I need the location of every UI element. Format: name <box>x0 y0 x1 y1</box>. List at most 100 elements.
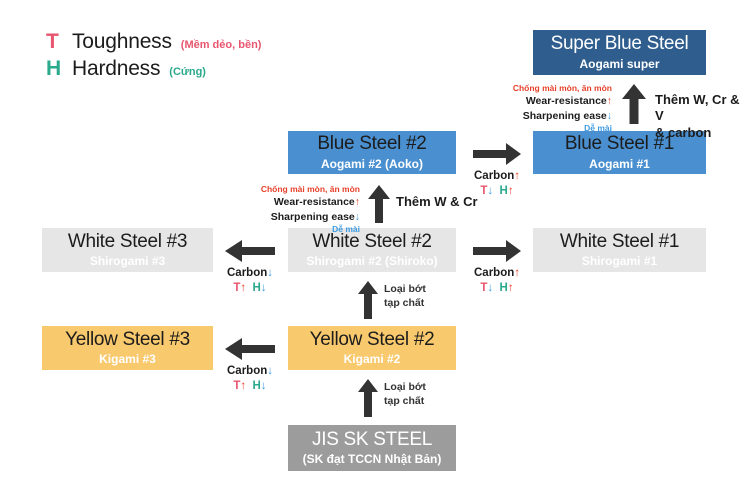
legend-note-hardness: (Cứng) <box>169 66 206 78</box>
carbon-arrow-down-icon: ↓ <box>267 365 273 377</box>
node-subtitle: Aogami super <box>579 56 660 71</box>
legend-row-hardness: H Hardness (Cứng) <box>46 57 261 81</box>
legend-note-toughness: (Mềm dẻo, bền) <box>180 39 262 51</box>
annotation-purify-yellow-line2: tạp chất <box>384 394 425 407</box>
carbon-block-white-right: Carbon↑ T↓ H↑ <box>462 267 532 294</box>
legend-label-toughness: Toughness <box>72 30 172 53</box>
carbon-text: Carbon <box>474 267 515 279</box>
hardness-arrow-up-icon: ↑ <box>507 282 514 294</box>
annotation-sharpen-arrow-down-icon: ↓ <box>354 210 360 223</box>
carbon-block-white-left: Carbon↓ T↑ H↓ <box>215 267 285 294</box>
carbon-label: Carbon↑ <box>462 170 532 182</box>
toughness-hardness-line: T↑ H↓ <box>215 282 285 294</box>
node-white-steel-1[interactable]: White Steel #1 Shirogami #1 <box>533 228 706 272</box>
hardness-key: H <box>499 185 508 197</box>
annotation-add-elements-super: Thêm W, Cr & V & carbon <box>655 92 750 141</box>
hardness-arrow-down-icon: ↓ <box>260 380 267 392</box>
carbon-arrow-up-icon: ↑ <box>514 267 520 279</box>
legend-label-hardness: Hardness <box>72 57 161 80</box>
arrow-up-yellow2-to-white2 <box>357 281 379 319</box>
carbon-arrow-down-icon: ↓ <box>267 267 273 279</box>
toughness-arrow-down-icon: ↓ <box>487 282 494 294</box>
arrow-left-yellow2-to-yellow3 <box>225 338 275 360</box>
annotation-vn-wear-mid: Chống mài mòn, ăn mòn <box>260 184 360 194</box>
annotation-purify-white: Loại bớt tạp chất <box>384 283 454 310</box>
arrow-right-white2-to-white1 <box>473 240 521 262</box>
node-title: Super Blue Steel <box>550 33 689 55</box>
annotation-en-wear-top: Wear-resistance↑ <box>500 94 612 108</box>
annotation-wear-resistance-mid: Chống mài mòn, ăn mòn Wear-resistance↑ S… <box>248 184 360 235</box>
annotation-sharpen-arrow-down-icon: ↓ <box>606 109 612 122</box>
toughness-key: T <box>233 380 241 392</box>
legend-row-toughness: T Toughness (Mềm dẻo, bền) <box>46 30 261 54</box>
annotation-wear-arrow-up-icon: ↑ <box>606 95 612 108</box>
node-white-steel-2[interactable]: White Steel #2 Shirogami #2 (Shiroko) <box>288 228 456 272</box>
hardness-key: H <box>252 380 261 392</box>
toughness-key: T <box>480 185 488 197</box>
node-subtitle: Aogami #2 (Aoko) <box>320 156 423 171</box>
toughness-key: T <box>480 282 488 294</box>
carbon-label: Carbon↓ <box>215 365 285 377</box>
node-title: Blue Steel #1 <box>564 133 675 155</box>
annotation-en-wear-mid: Wear-resistance↑ <box>248 195 360 209</box>
toughness-key: T <box>233 282 241 294</box>
annotation-en-sharpen-label: Sharpening ease <box>522 109 607 122</box>
annotation-en-wear-label: Wear-resistance <box>273 196 355 209</box>
node-blue-steel-2[interactable]: Blue Steel #2 Aogami #2 (Aoko) <box>288 131 456 174</box>
legend-key-hardness: H <box>46 57 62 80</box>
legend-key-toughness: T <box>46 30 59 53</box>
annotation-vn-sharpen-top: Dễ mài <box>584 122 612 133</box>
node-subtitle: (SK đạt TCCN Nhật Bản) <box>302 452 442 467</box>
node-yellow-steel-3[interactable]: Yellow Steel #3 Kigami #3 <box>42 326 213 370</box>
carbon-label: Carbon↓ <box>215 267 285 279</box>
annotation-add-elements-super-line1: Thêm W, Cr & V <box>655 92 740 124</box>
node-subtitle: Aogami #1 <box>589 156 650 171</box>
node-title: White Steel #3 <box>67 230 188 252</box>
hardness-arrow-up-icon: ↑ <box>507 185 514 197</box>
annotation-purify-yellow: Loại bớt tạp chất <box>384 381 454 408</box>
legend: T Toughness (Mềm dẻo, bền) H Hardness (C… <box>46 30 261 84</box>
annotation-wear-resistance-top: Chống mài mòn, ăn mòn Wear-resistance↑ S… <box>500 83 612 134</box>
node-jis-sk-steel[interactable]: JIS SK STEEL (SK đạt TCCN Nhật Bản) <box>288 425 456 471</box>
annotation-en-wear-label: Wear-resistance <box>525 95 607 108</box>
node-title: White Steel #2 <box>312 230 432 252</box>
hardness-key: H <box>252 282 261 294</box>
annotation-en-sharpen-mid: Sharpening ease↓ <box>248 210 360 224</box>
toughness-hardness-line: T↑ H↓ <box>215 380 285 392</box>
arrow-up-white2-to-blue2 <box>367 185 391 223</box>
toughness-arrow-up-icon: ↑ <box>240 282 247 294</box>
carbon-arrow-up-icon: ↑ <box>514 170 520 182</box>
annotation-wear-arrow-up-icon: ↑ <box>354 196 360 209</box>
toughness-hardness-line: T↓ H↑ <box>462 282 532 294</box>
arrow-up-to-super-blue-steel <box>621 84 647 124</box>
node-yellow-steel-2[interactable]: Yellow Steel #2 Kigami #2 <box>288 326 456 370</box>
node-subtitle: Shirogami #2 (Shiroko) <box>306 254 438 269</box>
annotation-purify-white-line1: Loại bớt <box>384 283 426 295</box>
node-title: Yellow Steel #3 <box>65 328 190 350</box>
node-white-steel-3[interactable]: White Steel #3 Shirogami #3 <box>42 228 213 272</box>
carbon-label: Carbon↑ <box>462 267 532 279</box>
hardness-key: H <box>499 282 508 294</box>
carbon-text: Carbon <box>227 267 268 279</box>
toughness-hardness-line: T↓ H↑ <box>462 185 532 197</box>
node-blue-steel-1[interactable]: Blue Steel #1 Aogami #1 <box>533 131 706 174</box>
annotation-add-elements-blue2: Thêm W & Cr <box>396 194 478 209</box>
node-title: White Steel #1 <box>559 230 680 252</box>
node-title: Yellow Steel #2 <box>309 328 435 350</box>
toughness-arrow-up-icon: ↑ <box>240 380 247 392</box>
hardness-arrow-down-icon: ↓ <box>260 282 267 294</box>
carbon-block-yellow-left: Carbon↓ T↑ H↓ <box>215 365 285 392</box>
node-subtitle: Shirogami #3 <box>89 254 166 269</box>
annotation-en-sharpen-top: Sharpening ease↓ <box>500 109 612 123</box>
carbon-text: Carbon <box>474 170 515 182</box>
annotation-purify-white-line2: tạp chất <box>384 296 425 309</box>
annotation-vn-wear-top: Chống mài mòn, ăn mòn <box>512 83 612 93</box>
annotation-purify-yellow-line1: Loại bớt <box>384 381 426 393</box>
node-subtitle: Shirogami #1 <box>581 254 658 269</box>
carbon-block-blue-row: Carbon↑ T↓ H↑ <box>462 170 532 197</box>
annotation-add-elements-super-line2: & carbon <box>655 124 712 140</box>
arrow-right-blue2-to-blue1 <box>473 143 521 165</box>
node-super-blue-steel[interactable]: Super Blue Steel Aogami super <box>533 30 706 75</box>
node-title: Blue Steel #2 <box>317 133 427 155</box>
